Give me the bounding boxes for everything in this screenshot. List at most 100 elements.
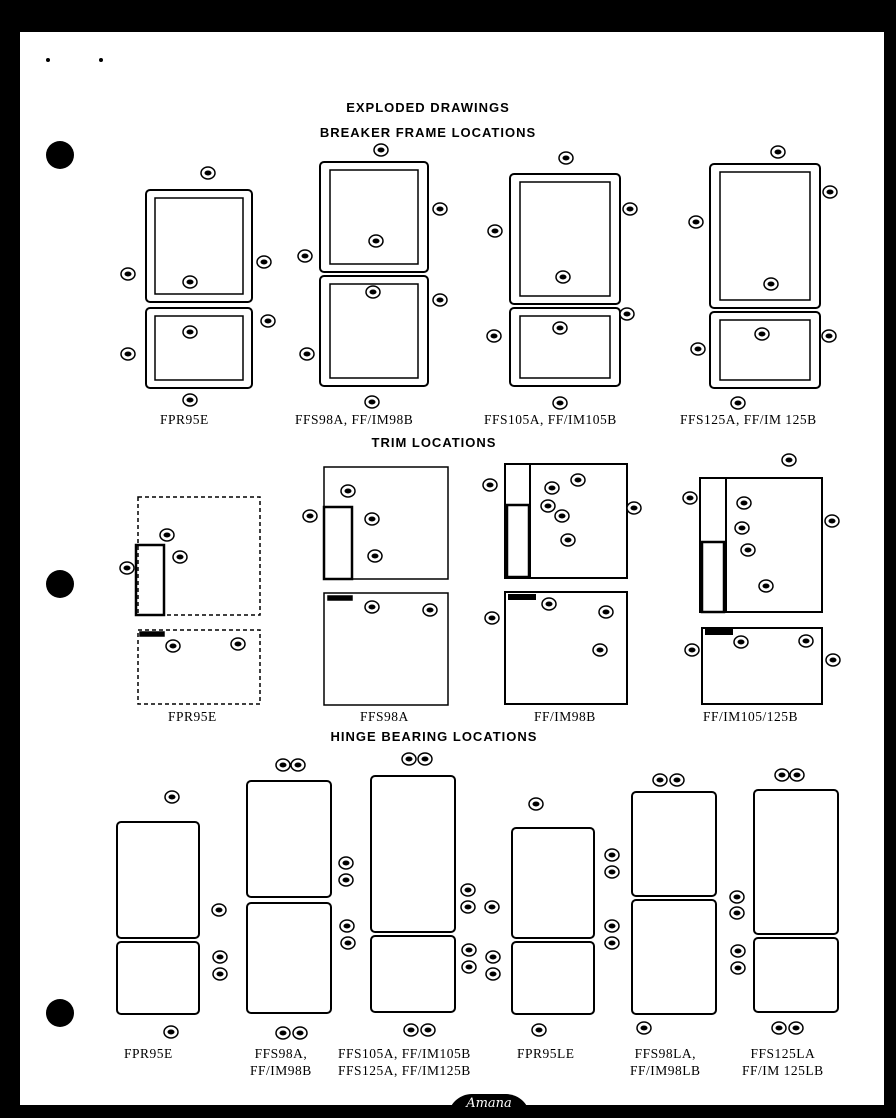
callout-marker-center — [464, 887, 472, 893]
callout-marker-center — [673, 777, 681, 783]
trim-label-ffs98a: FFS98A — [360, 709, 409, 724]
trim-diagram-ffim105b — [699, 477, 823, 705]
callout-marker-center — [694, 346, 702, 352]
callout-marker-center — [215, 907, 223, 913]
callout-marker-center — [368, 516, 376, 522]
callout-marker-center — [368, 604, 376, 610]
callout-marker-center — [264, 318, 272, 324]
hinge-diagram-fpr95le — [511, 827, 595, 1015]
speck — [46, 58, 50, 62]
callout-marker-center — [296, 1030, 304, 1036]
callout-marker-center — [556, 400, 564, 406]
callout-marker-center — [465, 947, 473, 953]
callout-marker-center — [574, 477, 582, 483]
callout-marker-center — [535, 1027, 543, 1033]
callout-marker-center — [372, 238, 380, 244]
callout-marker-center — [342, 877, 350, 883]
hinge-diagram-ffs98a — [246, 780, 332, 1014]
callout-marker-center — [436, 297, 444, 303]
callout-marker-center — [608, 923, 616, 929]
callout-marker-center — [368, 399, 376, 405]
hinge-diagram-fpr95e — [116, 821, 200, 1015]
callout-marker-center — [168, 794, 176, 800]
callout-marker-center — [602, 609, 610, 615]
hinge-diagram-ffs98la — [631, 791, 717, 1015]
callout-marker-center — [124, 351, 132, 357]
callout-marker-center — [343, 923, 351, 929]
hinge-section-heading: HINGE BEARING LOCATIONS — [330, 729, 538, 744]
binder-hole-bottom — [46, 999, 74, 1027]
callout-marker-center — [344, 488, 352, 494]
callout-marker-center — [488, 904, 496, 910]
callout-marker-center — [802, 638, 810, 644]
callout-marker-center — [301, 253, 309, 259]
callout-marker-center — [548, 485, 556, 491]
callout-marker-center — [793, 772, 801, 778]
callout-marker-center — [596, 647, 604, 653]
callout-marker-center — [656, 777, 664, 783]
callout-marker-center — [564, 537, 572, 543]
callout-marker-center — [734, 965, 742, 971]
callout-marker-center — [464, 904, 472, 910]
callout-marker-center — [688, 647, 696, 653]
callout-marker-center — [407, 1027, 415, 1033]
hinge-diagram-ffs105a — [370, 775, 456, 1013]
breaker-diagram-ffs98a — [319, 161, 429, 387]
callout-marker-center — [734, 948, 742, 954]
callout-marker-center — [369, 289, 377, 295]
callout-marker-center — [692, 219, 700, 225]
callout-marker-center — [163, 532, 171, 538]
callout-marker-center — [608, 852, 616, 858]
callout-marker-center — [762, 583, 770, 589]
callout-marker-center — [204, 170, 212, 176]
callout-marker-center — [734, 400, 742, 406]
callout-marker-center — [489, 971, 497, 977]
breaker-section-heading: BREAKER FRAME LOCATIONS — [319, 125, 537, 140]
callout-marker-center — [826, 189, 834, 195]
callout-marker-center — [740, 500, 748, 506]
callout-marker-center — [558, 513, 566, 519]
callout-marker-center — [733, 894, 741, 900]
callout-marker-center — [186, 279, 194, 285]
breaker-label-ffs98a: FFS98A, FF/IM98B — [295, 412, 414, 427]
trim-diagram-ffs98a — [322, 466, 449, 706]
callout-marker-center — [829, 657, 837, 663]
breaker-label-ffs125a: FFS125A, FF/IM 125B — [680, 412, 817, 427]
callout-marker-center — [260, 259, 268, 265]
hinge-label-ffs98la: FFS98LA,FF/IM98LB — [630, 1046, 701, 1078]
callout-marker-center — [825, 333, 833, 339]
callout-marker-center — [303, 351, 311, 357]
callout-marker-center — [123, 565, 131, 571]
breaker-label-fpr95e: FPR95E — [160, 412, 209, 427]
callout-marker-center — [405, 756, 413, 762]
callout-marker-center — [608, 940, 616, 946]
callout-marker-center — [167, 1029, 175, 1035]
callout-marker-center — [744, 547, 752, 553]
trim-label-fpr95e: FPR95E — [168, 709, 217, 724]
hinge-label-fpr95e: FPR95E — [124, 1046, 173, 1061]
callout-marker-center — [279, 1030, 287, 1036]
hinge-diagram-ffs125la — [753, 789, 839, 1013]
callout-marker-center — [124, 271, 132, 277]
trim-diagram-ffim98b — [504, 463, 628, 705]
callout-marker-center — [486, 482, 494, 488]
callout-marker-center — [176, 554, 184, 560]
callout-marker-center — [792, 1025, 800, 1031]
callout-marker-center — [562, 155, 570, 161]
callout-marker-center — [489, 954, 497, 960]
speck — [99, 58, 103, 62]
binder-hole-top — [46, 141, 74, 169]
callout-marker-center — [544, 503, 552, 509]
callout-marker-center — [785, 457, 793, 463]
callout-marker-center — [545, 601, 553, 607]
callout-marker-center — [279, 762, 287, 768]
callout-marker-center — [491, 228, 499, 234]
callout-marker-center — [426, 607, 434, 613]
callout-marker-center — [490, 333, 498, 339]
callout-marker-center — [371, 553, 379, 559]
callout-marker-center — [778, 772, 786, 778]
callout-marker-center — [465, 964, 473, 970]
amana-logo: Amana — [448, 1094, 530, 1118]
callout-marker-center — [216, 954, 224, 960]
